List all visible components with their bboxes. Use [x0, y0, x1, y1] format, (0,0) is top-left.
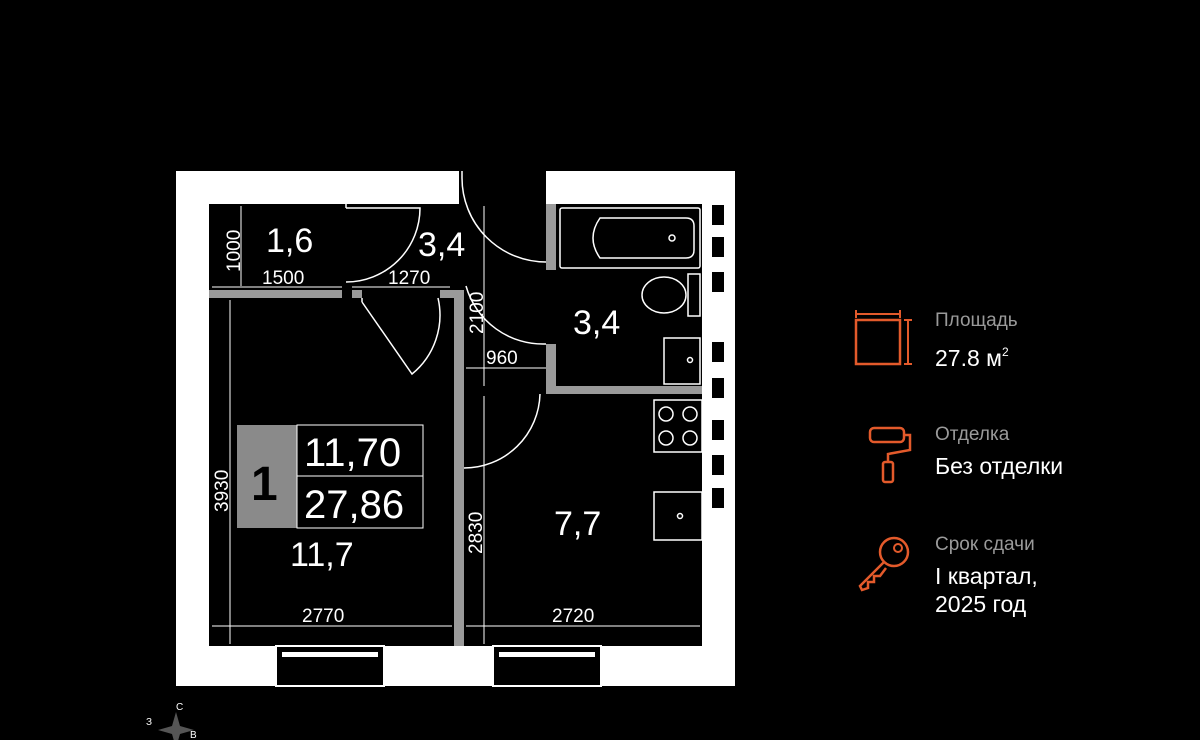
- finish-value: Без отделки: [935, 453, 1064, 479]
- dim-2720-label: 2720: [552, 606, 594, 627]
- room-area-labels: 1,6 3,4 3,4 11,7 7,7: [266, 222, 620, 574]
- living-area-label: 11,7: [290, 536, 354, 574]
- compass: С З В: [146, 702, 197, 740]
- compass-west: З: [146, 717, 152, 728]
- dim-3930-label: 3930: [212, 470, 233, 512]
- badge-living-area: 11,70: [304, 431, 401, 475]
- finish-label: Отделка: [935, 424, 1010, 445]
- paint-roller-icon: [868, 426, 912, 484]
- key-icon: [858, 536, 910, 592]
- hall-area-label: 3,4: [418, 226, 465, 264]
- storage-area-label: 1,6: [266, 222, 313, 260]
- dim-2100-label: 2100: [467, 292, 488, 334]
- kitchen-area-label: 7,7: [554, 505, 601, 543]
- dim-1500-label: 1500: [262, 268, 304, 289]
- apartment-badge: 1 11,70 27,86: [237, 424, 424, 529]
- area-value-text: 27.8 м: [935, 345, 1002, 371]
- fixtures: [559, 207, 703, 541]
- deadline-value-line1: I квартал,: [935, 563, 1038, 589]
- badge-total-area: 27,86: [304, 483, 404, 527]
- dimension-labels: 1000 1500 1270 2100 960 3930 2830 2770 2…: [212, 230, 594, 627]
- bath-area-label: 3,4: [573, 304, 620, 342]
- vent-slots: [712, 205, 724, 508]
- info-finish: Отделка Без отделки: [850, 424, 1180, 484]
- dimension-lines: [212, 206, 700, 644]
- dim-960-label: 960: [486, 348, 518, 369]
- area-unit-sup: 2: [1001, 345, 1009, 359]
- dim-1000-label: 1000: [224, 230, 245, 272]
- partitions: [209, 204, 702, 646]
- area-label: Площадь: [935, 310, 1018, 331]
- windows: [275, 645, 602, 687]
- info-area: Площадь 27.8 м2: [850, 310, 1180, 372]
- dim-2830-label: 2830: [466, 512, 487, 554]
- deadline-value: I квартал, 2025 год: [935, 562, 1038, 618]
- dim-1270-label: 1270: [388, 268, 430, 289]
- floor-plan: 1,6 3,4 3,4 11,7 7,7 1000 1500 1270 2100…: [146, 171, 735, 740]
- info-deadline: Срок сдачи I квартал, 2025 год: [850, 534, 1180, 624]
- area-square-icon: [854, 310, 912, 366]
- doors: [345, 171, 547, 469]
- compass-east: В: [190, 730, 197, 740]
- deadline-value-line2: 2025 год: [935, 591, 1027, 617]
- deadline-label: Срок сдачи: [935, 534, 1035, 555]
- area-value: 27.8 м2: [935, 338, 1009, 372]
- dim-2770-label: 2770: [302, 606, 344, 627]
- badge-rooms-count: 1: [251, 458, 278, 511]
- compass-north: С: [176, 702, 183, 713]
